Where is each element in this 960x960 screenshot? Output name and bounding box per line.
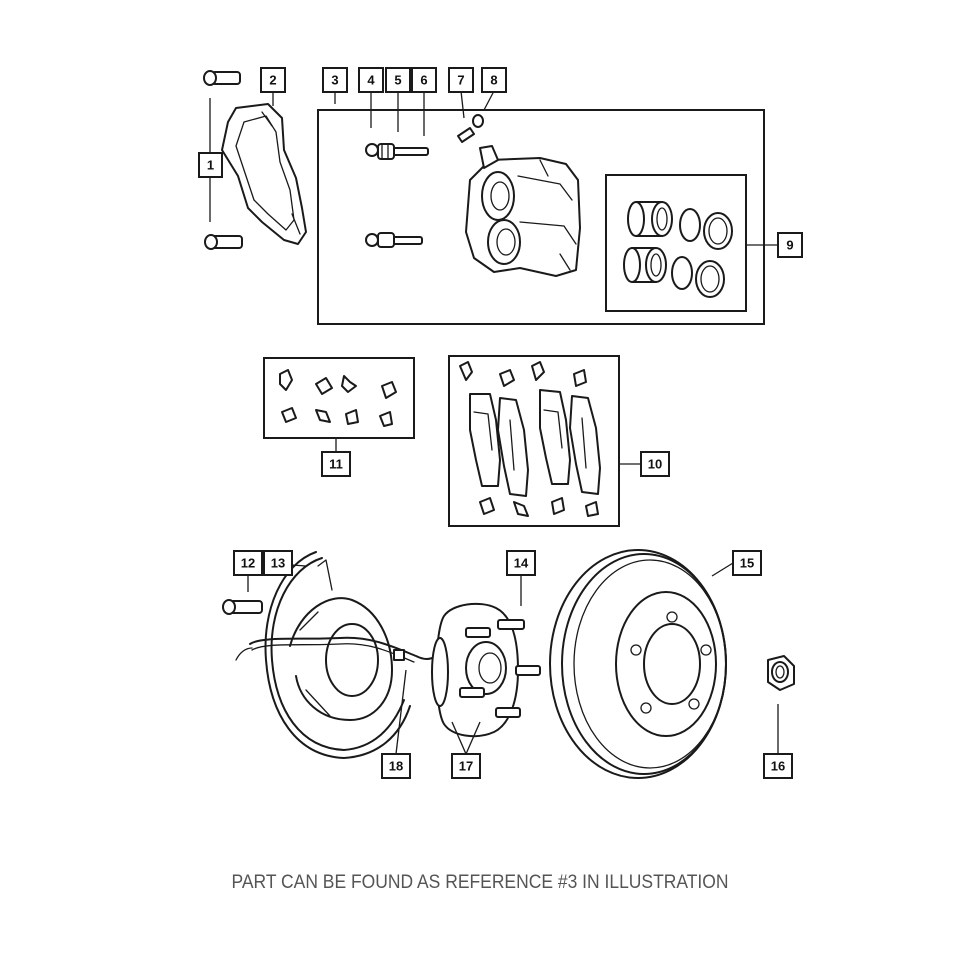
hardware-clips	[279, 369, 397, 427]
svg-text:1: 1	[207, 158, 214, 173]
callout-8: 8	[481, 67, 507, 93]
svg-text:18: 18	[389, 759, 403, 774]
callout-5: 5	[385, 67, 411, 93]
guide-pin-lower	[365, 232, 423, 248]
bleeder-cap	[472, 114, 484, 128]
piston-lower	[623, 247, 667, 283]
callout-labels: 1 2 3 4 5 6 7 8 9 10 11 12 13 14 15 16 1…	[198, 67, 803, 779]
callout-14: 14	[506, 550, 536, 576]
callout-9: 9	[777, 232, 803, 258]
svg-text:3: 3	[331, 73, 338, 88]
callout-16: 16	[763, 753, 793, 779]
svg-text:16: 16	[771, 759, 785, 774]
svg-text:5: 5	[394, 73, 401, 88]
caliper-bracket-bolt-top	[203, 70, 241, 86]
splash-shield	[264, 551, 411, 759]
hub-bolt	[222, 599, 263, 615]
callout-13: 13	[263, 550, 293, 576]
guide-pin-upper	[365, 143, 429, 160]
leader-lines	[209, 90, 779, 755]
callout-7: 7	[448, 67, 474, 93]
svg-text:4: 4	[367, 73, 375, 88]
brake-pad-2	[497, 397, 529, 497]
callout-10: 10	[640, 451, 670, 477]
caliper-bracket-bolt-bottom	[204, 234, 243, 250]
piston-upper	[627, 201, 673, 237]
svg-text:15: 15	[740, 556, 754, 571]
seal-upper	[679, 208, 701, 242]
piston-seal-kit-box	[605, 174, 747, 312]
svg-text:12: 12	[241, 556, 255, 571]
brake-pad-4	[569, 395, 601, 495]
svg-text:10: 10	[648, 457, 662, 472]
callout-17: 17	[451, 753, 481, 779]
brake-pad-3	[539, 389, 571, 485]
callout-18: 18	[381, 753, 411, 779]
seal-lower	[671, 256, 693, 290]
boot-lower	[695, 260, 725, 298]
reference-note: PART CAN BE FOUND AS REFERENCE #3 IN ILL…	[231, 872, 729, 893]
caliper-group-box	[317, 109, 765, 325]
svg-text:2: 2	[269, 73, 276, 88]
boot-upper	[703, 212, 733, 250]
brake-rotor	[549, 549, 727, 779]
svg-text:7: 7	[457, 73, 464, 88]
pad-clips-top	[459, 361, 587, 387]
hub-bearing	[431, 602, 541, 738]
brake-pad-1	[469, 393, 501, 487]
hardware-kit-box	[263, 357, 415, 439]
svg-text:14: 14	[514, 556, 529, 571]
hub-nut	[767, 655, 795, 691]
brake-pad-kit-box	[448, 355, 620, 527]
svg-text:8: 8	[490, 73, 497, 88]
caliper-bracket	[221, 103, 307, 245]
callout-6: 6	[411, 67, 437, 93]
svg-text:13: 13	[271, 556, 285, 571]
callout-2: 2	[260, 67, 286, 93]
pad-clips-bottom	[479, 497, 599, 517]
svg-text:11: 11	[329, 457, 343, 472]
bleeder-screw	[457, 127, 475, 143]
callout-15: 15	[732, 550, 762, 576]
callout-4: 4	[358, 67, 384, 93]
callout-11: 11	[321, 451, 351, 477]
brake-caliper	[465, 145, 581, 277]
svg-text:9: 9	[786, 238, 793, 253]
svg-text:17: 17	[459, 759, 473, 774]
wheel-speed-sensor	[235, 636, 437, 663]
svg-text:6: 6	[420, 73, 427, 88]
callout-3: 3	[322, 67, 348, 93]
callout-1: 1	[198, 152, 223, 178]
callout-12: 12	[233, 550, 263, 576]
